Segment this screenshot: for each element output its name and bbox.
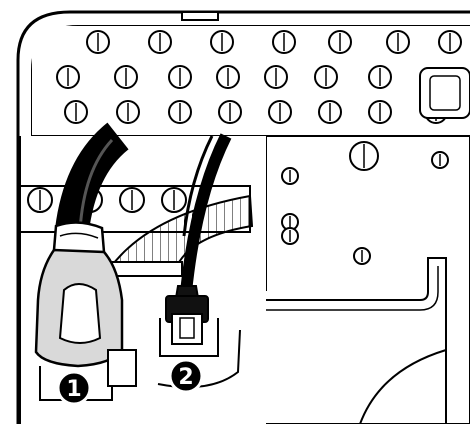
vent-hole [169,101,191,123]
vent-hole [273,31,295,53]
plate-hole [282,228,298,244]
ledge-hole [162,188,186,212]
vent-hole [169,66,191,88]
callout-1-label: 1 [66,377,81,402]
plate-hole [282,168,298,184]
ledge-hole [28,188,52,212]
network-plug-latch [180,318,194,338]
power-plug-grip [60,284,100,343]
vent-hole [149,31,171,53]
vent-hole [219,101,241,123]
ribbon-cable-connector [112,262,182,276]
callout-2-label: 2 [178,365,193,390]
vent-hole [319,101,341,123]
vent-hole [315,66,337,88]
plate-hole [354,248,370,264]
vent-hole [387,31,409,53]
vent-hole [369,101,391,123]
vent-hole [369,66,391,88]
housing-tab [182,12,218,20]
power-socket [108,350,136,386]
vent-hole [217,66,239,88]
vent-hole [87,31,109,53]
side-slot-inner [430,76,460,110]
callout-2: 2 [170,360,202,392]
vent-hole [115,66,137,88]
callout-1: 1 [58,372,90,404]
plate-hole [432,152,448,168]
vent-hole [57,66,79,88]
ledge-hole [120,188,144,212]
vent-hole [439,31,461,53]
vent-hole [65,101,87,123]
vent-hole [211,31,233,53]
vent-hole [265,66,287,88]
vent-hole [117,101,139,123]
vent-hole [269,101,291,123]
plate-hole [350,142,378,170]
vent-hole [329,31,351,53]
